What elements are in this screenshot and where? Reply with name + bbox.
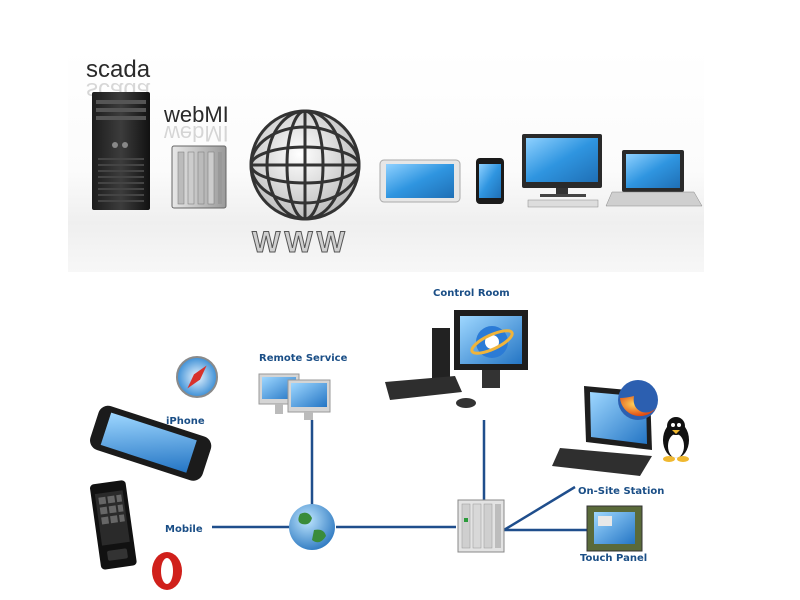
tux-linux-icon bbox=[663, 417, 689, 462]
mobile-phone-icon bbox=[90, 480, 137, 570]
laptop-icon bbox=[605, 150, 703, 207]
label-touch-panel: Touch Panel bbox=[580, 553, 648, 564]
label-remote-service: Remote Service bbox=[259, 353, 348, 364]
server-tower-icon bbox=[92, 92, 150, 210]
webmi-title: webMI bbox=[164, 102, 229, 127]
tablet-icon bbox=[379, 159, 461, 203]
label-mobile: Mobile bbox=[165, 524, 203, 535]
desktop-monitor-icon bbox=[522, 134, 602, 208]
internet-explorer-icon bbox=[470, 326, 514, 358]
safari-icon bbox=[176, 356, 218, 398]
link-plc-station bbox=[503, 485, 576, 532]
plc-controller-icon bbox=[457, 499, 505, 553]
label-iphone: iPhone bbox=[166, 416, 205, 427]
control-room-desktop-icon bbox=[385, 310, 528, 408]
banner-devices bbox=[92, 92, 703, 221]
remote-service-monitors-icon bbox=[258, 373, 331, 420]
touch-panel-icon bbox=[586, 505, 643, 552]
www-title: WWW bbox=[252, 226, 349, 259]
smartphone-icon bbox=[476, 158, 504, 204]
network-diagram bbox=[90, 310, 689, 590]
firefox-icon bbox=[618, 380, 658, 420]
plc-module-icon bbox=[171, 145, 227, 209]
label-control-room: Control Room bbox=[433, 288, 510, 299]
scada-title: scada bbox=[86, 56, 151, 83]
iphone-device-icon bbox=[90, 405, 212, 481]
opera-logo-icon bbox=[152, 552, 182, 590]
internet-globe-icon bbox=[289, 504, 335, 550]
label-on-site-station: On-Site Station bbox=[578, 486, 665, 497]
wireframe-globe-icon bbox=[249, 109, 361, 221]
